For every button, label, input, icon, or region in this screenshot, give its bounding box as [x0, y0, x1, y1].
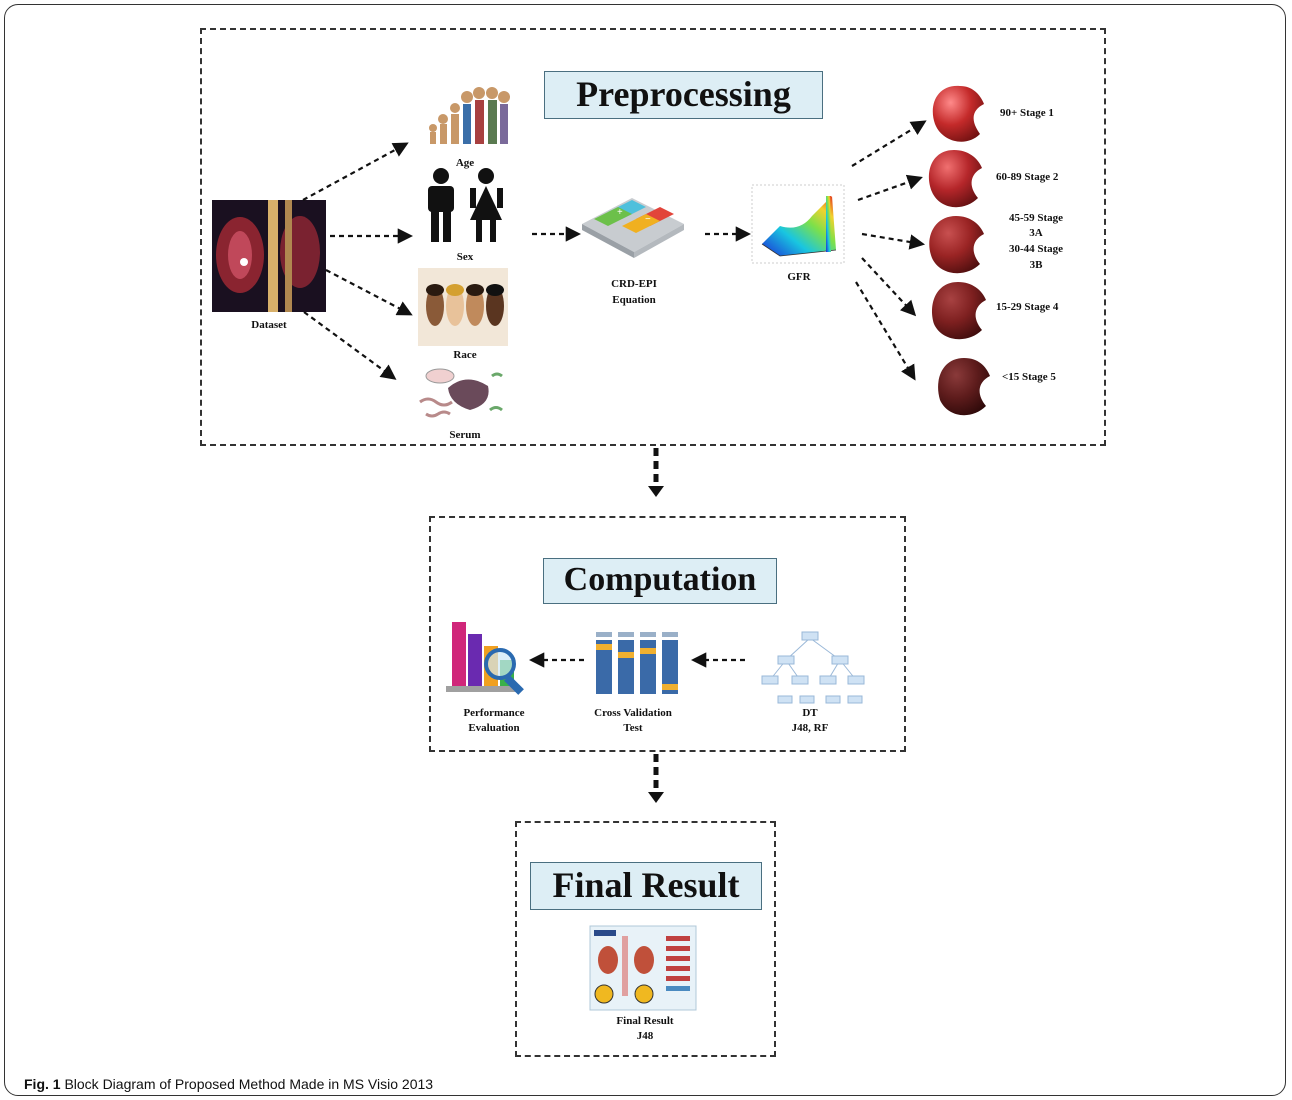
cross-validation-icon	[596, 632, 678, 694]
dt-label-line1: DT	[802, 707, 818, 719]
kidney-stage2-icon	[928, 150, 982, 208]
svg-text:−: −	[645, 214, 651, 225]
kidney-stage1-icon	[932, 85, 984, 142]
computation-title: Computation	[543, 558, 777, 604]
performance-label-line1: Performance	[463, 707, 525, 719]
figure-caption-number: Fig. 1	[24, 1076, 61, 1092]
equation-label-line1: CRD-EPI	[611, 278, 657, 290]
final-result-icon	[589, 925, 697, 1011]
dataset-image	[212, 200, 326, 312]
age-label: Age	[455, 157, 475, 169]
stage5-label: <15 Stage 5	[1002, 371, 1056, 383]
race-label: Race	[453, 349, 477, 361]
kidney-stage3-icon	[929, 216, 984, 274]
performance-label-line2: Evaluation	[468, 722, 520, 734]
dt-label-line2: J48, RF	[791, 722, 829, 734]
figure-caption: Fig. 1 Block Diagram of Proposed Method …	[24, 1076, 433, 1092]
stage2-label: 60-89 Stage 2	[996, 171, 1059, 183]
svg-text:+: +	[617, 207, 623, 218]
cross-validation-label-line2: Test	[623, 722, 643, 734]
preprocessing-title: Preprocessing	[544, 71, 823, 119]
final-result-label-line2: J48	[636, 1030, 654, 1042]
gfr-label: GFR	[787, 271, 811, 283]
kidney-stage5-icon	[938, 358, 990, 416]
performance-icon	[446, 622, 524, 695]
final-result-section	[515, 821, 776, 1057]
equation-icon: + −	[582, 198, 684, 258]
dataset-label: Dataset	[251, 319, 287, 331]
final-result-title: Final Result	[530, 862, 762, 910]
decision-tree-icon	[761, 631, 865, 704]
preprocessing-section	[200, 28, 1106, 446]
stage3a-label-line1: 45-59 Stage	[1008, 212, 1064, 224]
sex-icon	[428, 168, 503, 242]
serum-label: Serum	[449, 429, 481, 441]
kidney-stage4-icon	[932, 282, 986, 340]
age-icon	[429, 87, 510, 144]
stage4-label: 15-29 Stage 4	[996, 301, 1059, 313]
figure-caption-text: Block Diagram of Proposed Method Made in…	[60, 1076, 434, 1092]
serum-icon	[419, 368, 503, 418]
stage1-label: 90+ Stage 1	[1000, 107, 1054, 119]
equation-label-line2: Equation	[612, 294, 656, 306]
stage3b-label-line1: 30-44 Stage	[1008, 243, 1064, 255]
stage3a-label-line2: 3A	[1029, 227, 1043, 239]
cross-validation-label-line1: Cross Validation	[594, 707, 672, 719]
stage3b-label-line2: 3B	[1029, 259, 1043, 271]
race-icon	[418, 268, 508, 346]
flow-arrows	[302, 120, 927, 668]
sex-label: Sex	[456, 251, 474, 263]
figure-border	[4, 4, 1286, 1096]
final-result-label-line1: Final Result	[616, 1015, 674, 1027]
section-arrowheads	[648, 486, 664, 803]
computation-section	[429, 516, 906, 752]
gfr-chart-icon	[751, 184, 845, 264]
